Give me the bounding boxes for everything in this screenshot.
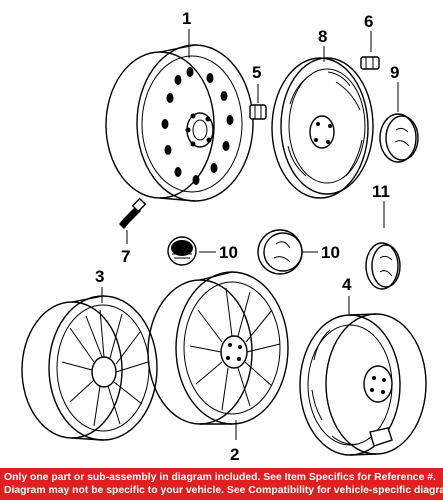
part-7-valve-stem [119,197,147,244]
part-1-steel-wheel [105,29,254,202]
part-11-emblem [365,201,401,290]
disclaimer-line-2: Diagram may not be specific to your vehi… [4,485,443,496]
callout-2: 2 [230,445,239,464]
disclaimer-line-1: Only one part or sub-assembly in diagram… [4,472,436,483]
wheel-parts-diagram: 1 5 6 8 9 11 7 10 10 3 4 2 [21,9,427,464]
part-4-wheel [299,296,427,456]
callout-8: 8 [318,27,327,46]
callout-4: 4 [342,275,352,294]
callout-10a: 10 [219,243,238,262]
part-10-center-cap [257,229,318,275]
part-8-wheel-cover [271,46,374,199]
callout-1: 1 [182,9,191,28]
callout-9: 9 [390,63,399,82]
callout-11: 11 [372,182,390,201]
part-5-lug-nut [249,84,267,120]
disclaimer-banner: Only one part or sub-assembly in diagram… [0,468,443,500]
callout-3: 3 [95,267,104,286]
callout-10b: 10 [321,243,340,262]
part-9-center-cap [379,82,419,163]
callout-7: 7 [121,247,130,266]
part-6-nut [360,31,380,70]
part-10-hub-insert [167,236,216,266]
callout-5: 5 [252,63,261,82]
part-3-alloy-wheel [21,287,158,441]
callout-6: 6 [364,12,373,31]
part-2-alloy-wheel [147,271,289,440]
